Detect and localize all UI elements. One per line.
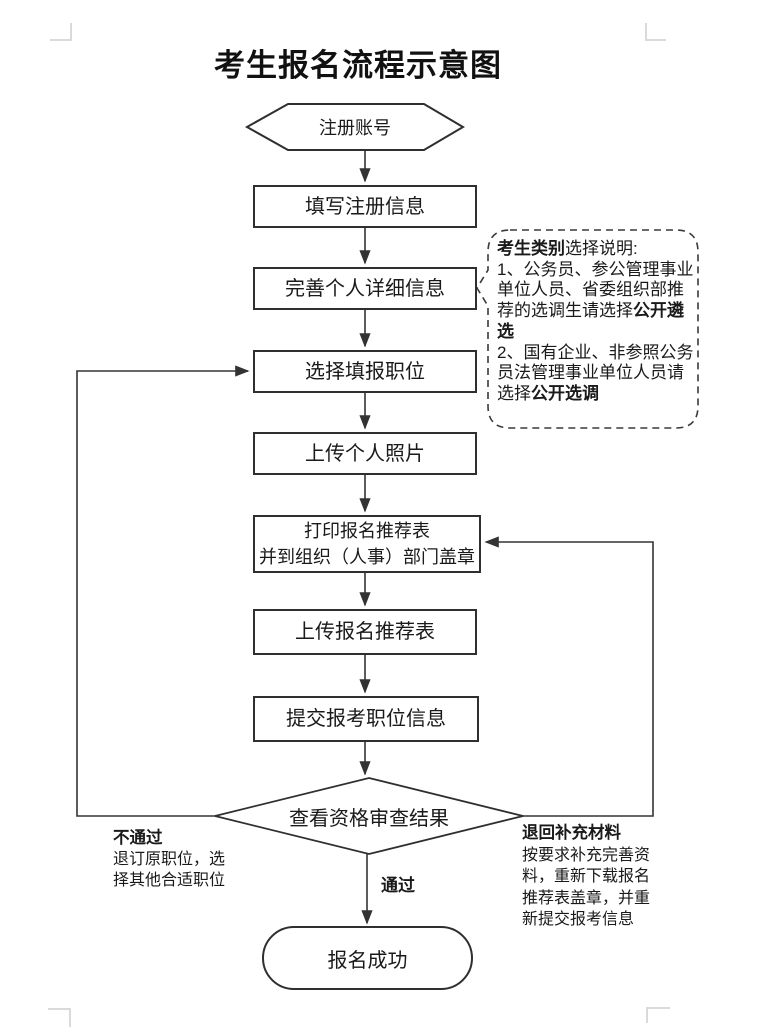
- edge-label-return-line: 按要求补充完善资: [522, 846, 651, 864]
- note-line-segment: 单位人员、省委组织部推: [497, 280, 684, 300]
- node-upload-photo: 上传个人照片: [253, 432, 477, 475]
- edge-label-return-line: 新提交报考信息: [522, 911, 635, 928]
- note-line: 选: [497, 322, 697, 343]
- start-node-label: 注册账号: [319, 118, 391, 138]
- edge-label-return-title: 退回补充材料: [522, 824, 621, 842]
- node-select-position: 选择填报职位: [253, 350, 477, 393]
- edge-label-fail: 不通过 退订原职位，选 择其他合适职位: [113, 828, 225, 891]
- note-line-segment: 选: [497, 321, 514, 341]
- decision-node-label: 查看资格审查结果: [289, 807, 449, 830]
- node-submit-info: 提交报考职位信息: [253, 696, 479, 742]
- edge-label-return-line: 推荐表盖章，并重: [522, 889, 651, 907]
- node-print-form-line1: 打印报名推荐表: [304, 521, 430, 541]
- edge-label-return-line: 料，重新下载报名: [522, 868, 651, 885]
- decision-node-shape: [214, 777, 524, 855]
- end-node-label: 报名成功: [327, 949, 408, 972]
- note-line-segment: 1、公务员、参公管理事业: [497, 259, 694, 279]
- crop-mark-top-left: [50, 23, 72, 41]
- node-upload-form: 上传报名推荐表: [253, 609, 477, 655]
- crop-mark-bottom-left: [48, 1008, 71, 1027]
- note-line: 荐的选调生请选择公开遴: [497, 301, 697, 322]
- crop-mark-top-right: [645, 23, 666, 41]
- arrow-fail-loop: [76, 365, 250, 817]
- note-line-segment: 考生类别: [497, 239, 565, 258]
- start-node-shape: [244, 103, 465, 151]
- node-fill-registration-info: 填写注册信息: [253, 185, 477, 228]
- edge-label-fail-title: 不通过: [113, 829, 163, 847]
- crop-mark-bottom-right: [646, 1007, 670, 1023]
- node-print-form: 打印报名推荐表 并到组织（人事）部门盖章: [253, 515, 481, 573]
- arrow-return-loop: [484, 536, 654, 817]
- note-line: 选择公开选调: [497, 384, 697, 405]
- note-line-segment: 荐的选调生请选择: [497, 301, 633, 321]
- note-line-segment: 员法管理事业单位人员请: [497, 363, 684, 383]
- note-line-segment: 2、国有企业、非参照公务: [497, 342, 694, 362]
- edge-label-fail-line: 退订原职位，选: [113, 851, 226, 868]
- edge-label-pass: 通过: [381, 876, 415, 895]
- page-title: 考生报名流程示意图: [214, 48, 502, 83]
- end-node-shape: [262, 926, 473, 990]
- edge-label-return: 退回补充材料 按要求补充完善资 料，重新下载报名 推荐表盖章，并重 新提交报考信…: [522, 823, 650, 931]
- note-line-segment: 公开选调: [531, 383, 599, 403]
- note-callout-text: 考生类别选择说明: 1、公务员、参公管理事业 单位人员、省委组织部推 荐的选调生…: [497, 239, 697, 405]
- note-line: 员法管理事业单位人员请: [497, 363, 697, 384]
- node-complete-profile: 完善个人详细信息: [253, 267, 477, 310]
- note-callout-shape: [476, 229, 699, 429]
- note-line-segment: 公开遴: [633, 301, 684, 321]
- note-line: 2、国有企业、非参照公务: [497, 343, 697, 364]
- note-line: 考生类别选择说明:: [497, 239, 697, 260]
- note-line: 单位人员、省委组织部推: [497, 280, 697, 301]
- note-line-segment: 选择: [497, 383, 531, 403]
- node-print-form-line2: 并到组织（人事）部门盖章: [259, 547, 475, 567]
- note-line: 1、公务员、参公管理事业: [497, 260, 697, 281]
- note-line-segment: 选择说明:: [565, 239, 638, 258]
- edge-label-fail-line: 择其他合适职位: [113, 872, 226, 889]
